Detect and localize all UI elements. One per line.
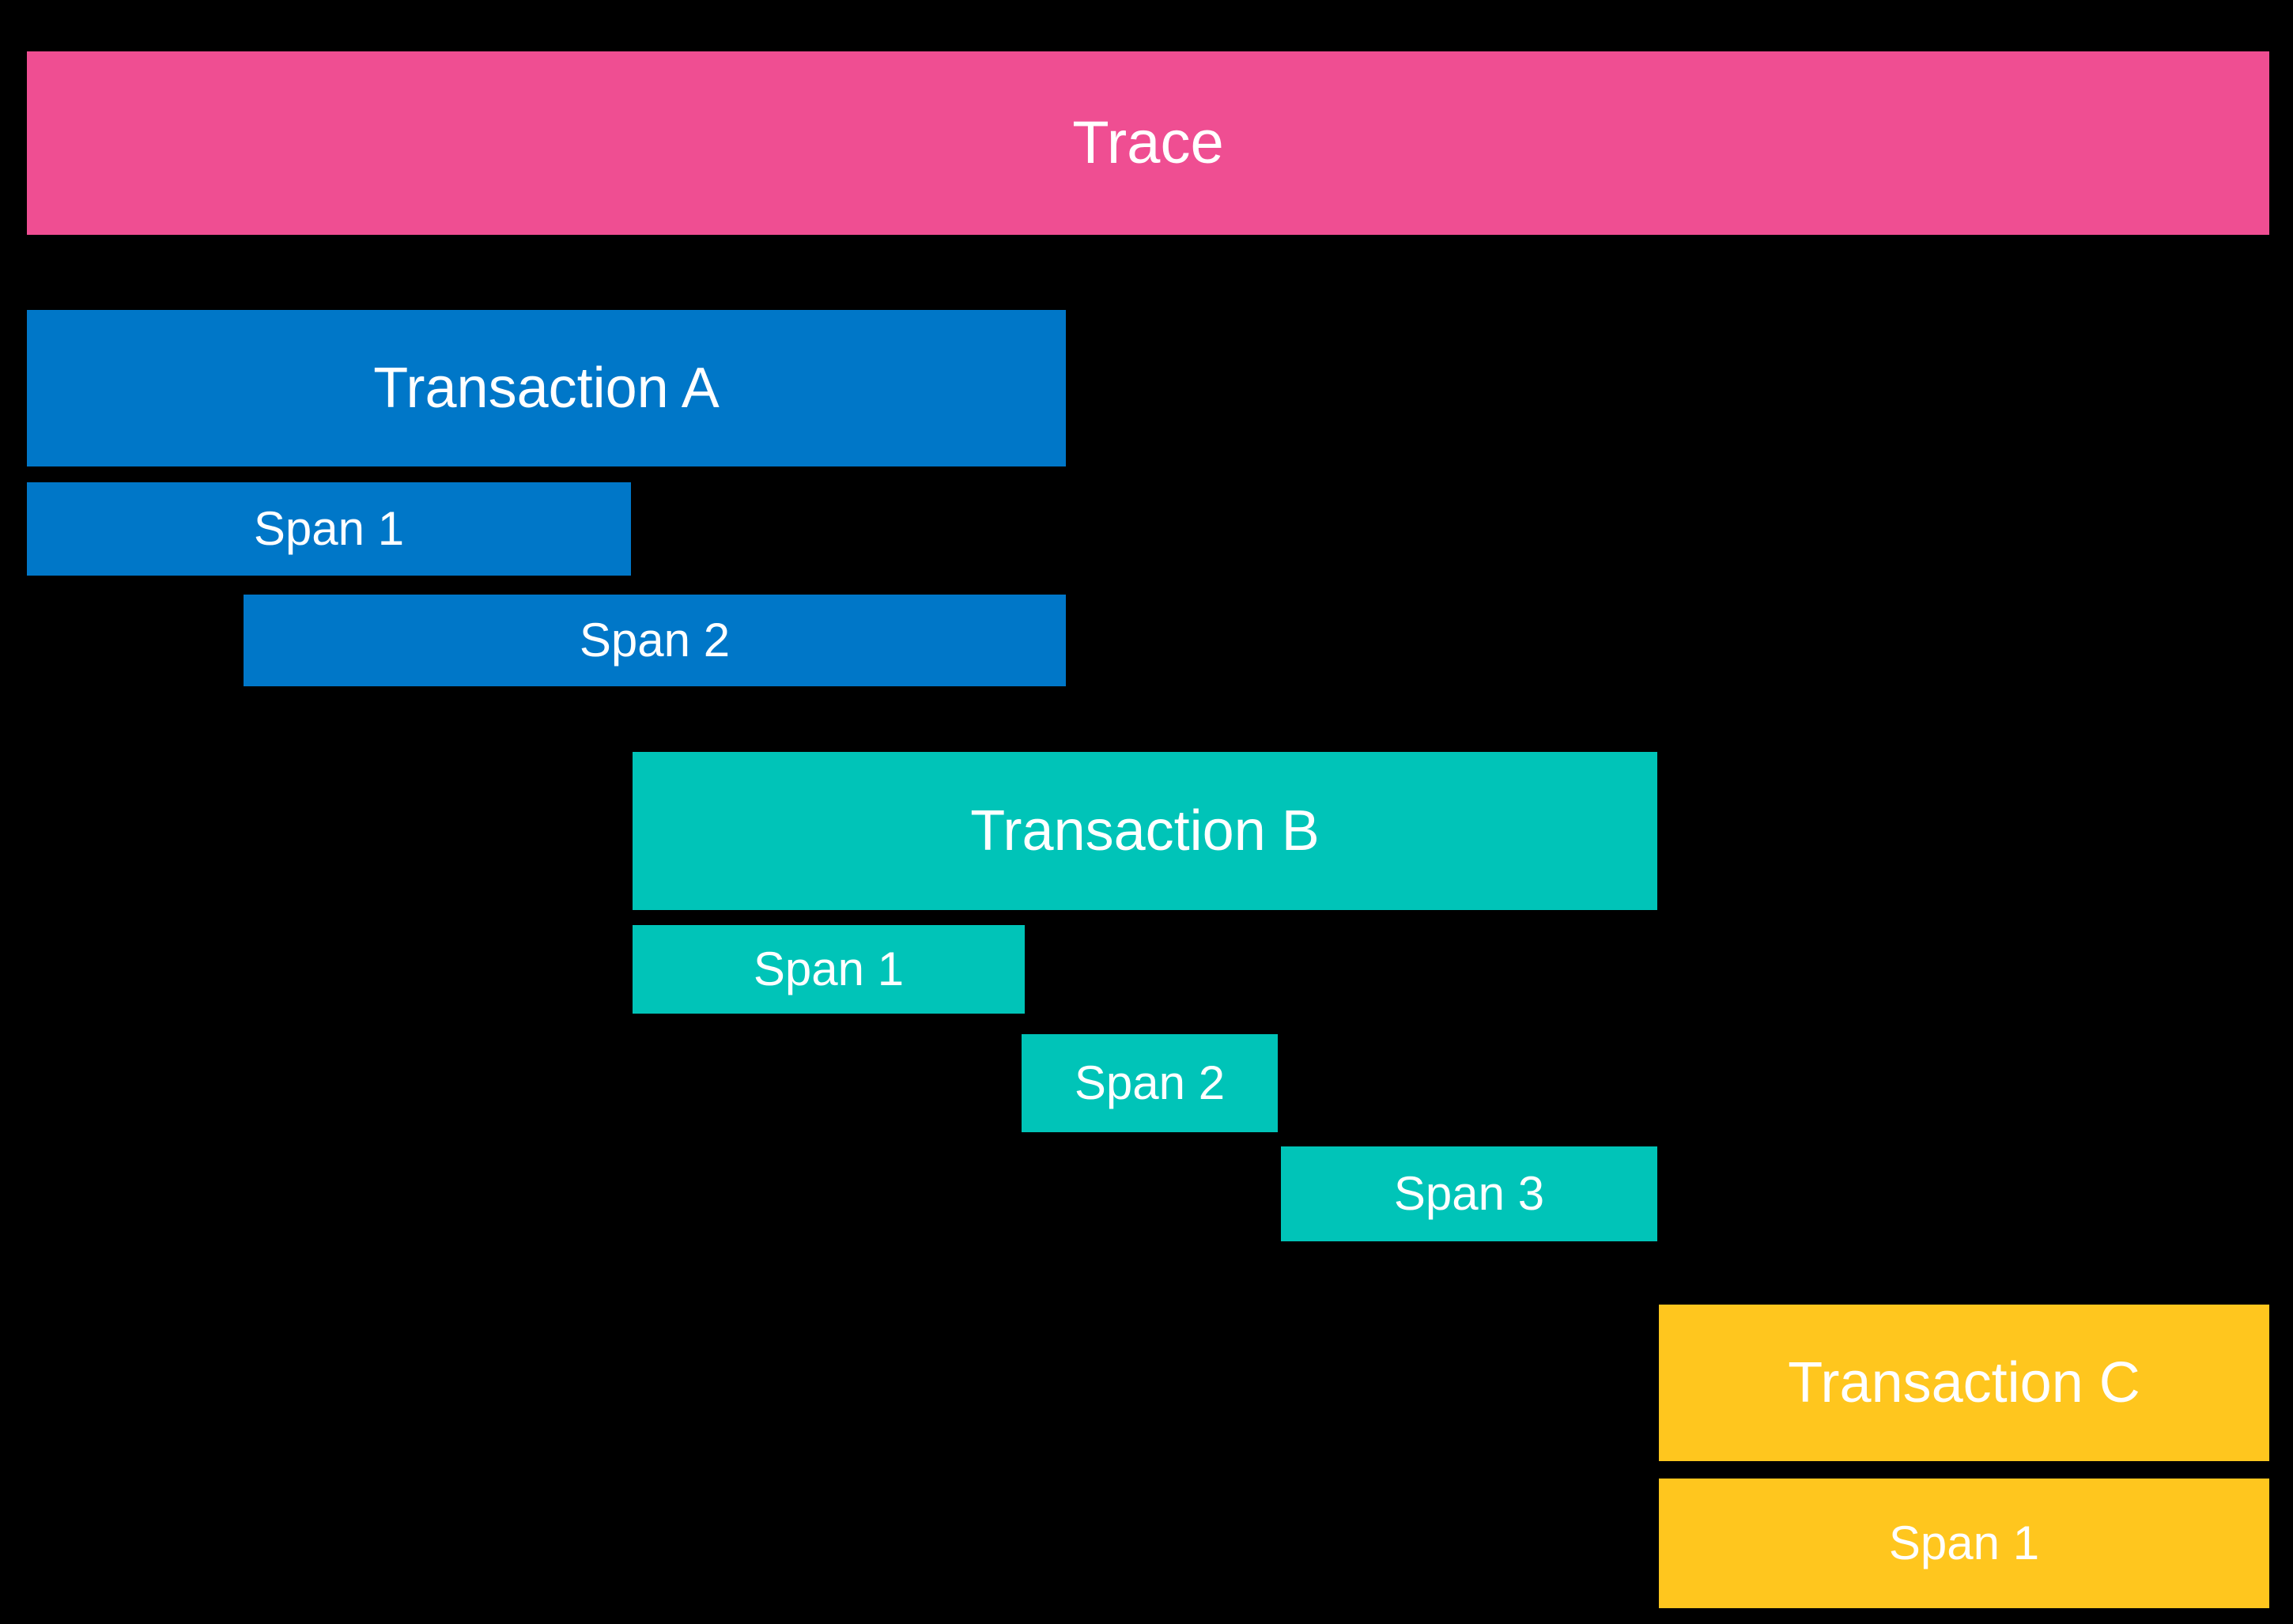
transaction-b-span-1-bar[interactable]: Span 1 [633,925,1025,1014]
trace-bar[interactable]: Trace [27,51,2269,235]
transaction-c-bar[interactable]: Transaction C [1659,1305,2269,1461]
transaction-a-bar[interactable]: Transaction A [27,310,1066,466]
transaction-b-span-3-bar[interactable]: Span 3 [1281,1146,1657,1241]
transaction-a-span-1-bar[interactable]: Span 1 [27,482,631,576]
transaction-b-bar[interactable]: Transaction B [633,752,1657,910]
transaction-c-span-1-bar[interactable]: Span 1 [1659,1479,2269,1608]
transaction-a-span-2-bar[interactable]: Span 2 [244,595,1066,686]
transaction-b-span-2-bar[interactable]: Span 2 [1022,1034,1278,1132]
